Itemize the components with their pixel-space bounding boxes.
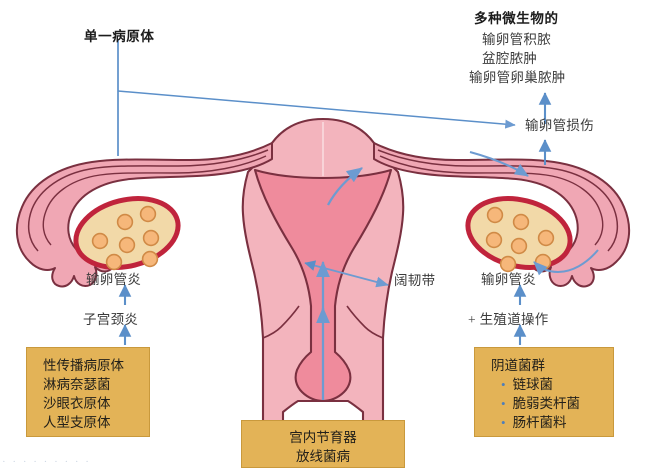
arrow-ascending-infection (326, 167, 363, 206)
label-single-pathogen: 单一病原体 (84, 29, 155, 44)
box-sexually-transmitted-pathogens: 性传播病原体 淋病奈瑟菌 沙眼衣原体 人型支原体 (26, 347, 150, 437)
bullet-dot-icon: • (501, 415, 506, 431)
box-left-line-2: 沙眼衣原体 (43, 396, 111, 412)
label-salpingitis-right: 输卵管炎 (481, 272, 537, 287)
box-left-line-1: 淋病奈瑟菌 (43, 377, 111, 393)
bullet-dot-icon: • (501, 396, 506, 412)
label-broad-ligament: 阔韧带 (394, 273, 436, 288)
annotation-arrows (117, 40, 599, 400)
box-right-bullet-2: • 肠杆菌料 (491, 413, 599, 432)
box-right-bullet-label-2: 肠杆菌料 (512, 415, 567, 431)
label-polymicrobial-header: 多种微生物的 (474, 11, 559, 26)
label-polymicrobial-item-2: 输卵管卵巢脓肿 (469, 70, 566, 85)
box-right-bullet-1: • 脆弱类杆菌 (491, 394, 599, 413)
box-right-bullet-label-1: 脆弱类杆菌 (512, 396, 581, 412)
box-iud-actinomycosis: 宫内节育器 放线菌病 (241, 420, 405, 468)
ovary-left (73, 196, 181, 271)
label-tubal-damage: 输卵管损伤 (525, 118, 594, 133)
box-left-line-0: 性传播病原体 (43, 358, 124, 373)
tube-left-lumen-line-2 (42, 155, 267, 246)
ovary-left-follicles (91, 205, 160, 271)
label-salpingitis-left: 输卵管炎 (86, 272, 142, 287)
leader-single-pathogen-diagonal (117, 90, 516, 129)
box-left-line-3: 人型支原体 (43, 415, 111, 431)
ovary-right (465, 196, 573, 273)
label-cervicitis: 子宫颈炎 (83, 312, 139, 327)
box-right-bullet-label-0: 链球菌 (512, 377, 554, 393)
cervix-left-fold (262, 305, 300, 339)
box-bottom-line-0: 宫内节育器 (289, 430, 357, 445)
label-genital-tract-procedure: + 生殖道操作 (468, 312, 549, 327)
box-right-bullet-0: • 链球菌 (491, 375, 599, 394)
watermark-text: · · · · · · · · · (2, 456, 91, 468)
box-bottom-line-1: 放线菌病 (296, 449, 350, 465)
tube-right-lumen-line-1 (377, 149, 619, 252)
cervix-right-fold (346, 305, 384, 339)
label-polymicrobial-item-1: 盆腔脓肿 (482, 51, 538, 66)
tube-right-lumen-line-2 (379, 155, 604, 246)
arrow-right-tube-flow (469, 151, 529, 177)
arrow-fimbriae-to-ovary-right (533, 249, 599, 276)
arrow-broad-ligament (304, 260, 389, 288)
ovary-right-follicles (485, 206, 555, 273)
box-vaginal-flora: 阴道菌群 • 链球菌 • 脆弱类杆菌 • 肠杆菌料 (474, 347, 614, 437)
tube-left-lumen-line-1 (27, 149, 269, 252)
label-polymicrobial-item-0: 输卵管积脓 (482, 32, 551, 47)
bullet-dot-icon: • (501, 377, 506, 393)
box-right-header: 阴道菌群 (491, 358, 545, 373)
